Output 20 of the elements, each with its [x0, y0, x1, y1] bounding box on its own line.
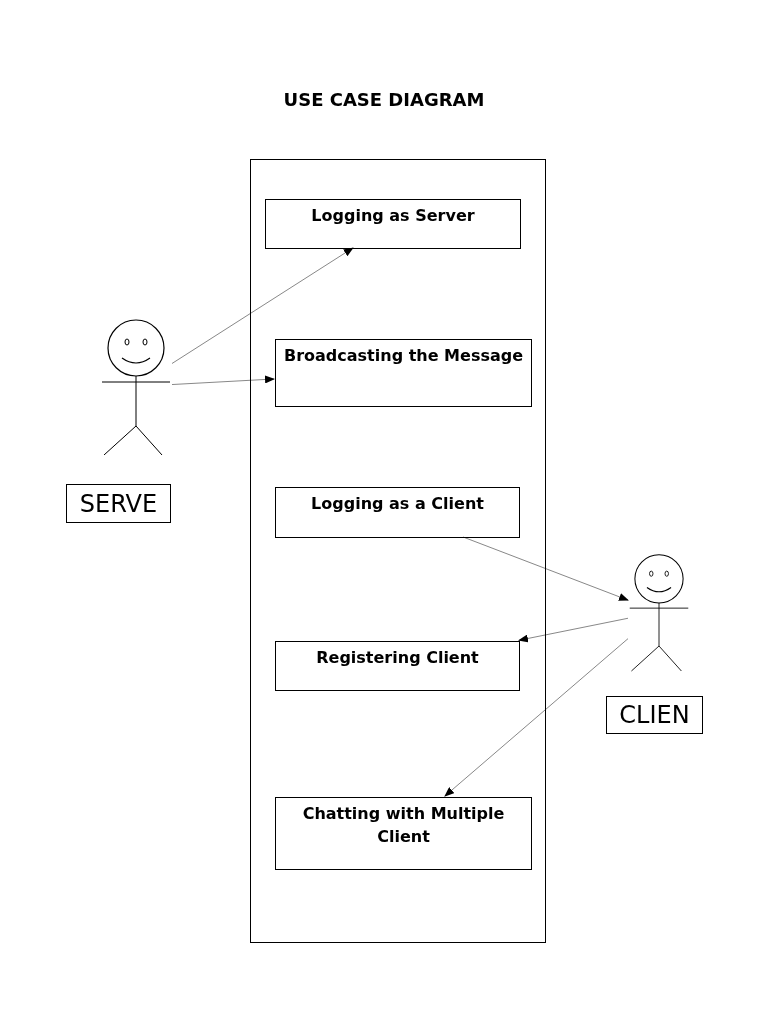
actor-label-box [66, 484, 171, 523]
use-case-text: Registering Client [315, 647, 480, 669]
association-arrow [171, 247, 354, 364]
use-case-text: Logging as a Client [310, 493, 485, 515]
use-case-box [275, 797, 532, 870]
system-boundary [250, 159, 546, 943]
use-case-box [265, 199, 521, 249]
use-case-box [275, 487, 520, 538]
association-arrow [518, 617, 629, 643]
actor-label-box [606, 696, 703, 734]
actor-name: SERVE [79, 488, 158, 519]
association-arrow [444, 638, 629, 797]
use-case-text: Broadcasting the Message [282, 345, 525, 367]
use-case-text: Logging as Server [310, 205, 476, 227]
use-case-box [275, 641, 520, 691]
use-case-text: Chatting with Multiple Client [301, 803, 506, 848]
actor-name: CLIEN [619, 700, 690, 730]
use-case-box [275, 339, 532, 407]
diagram-title: USE CASE DIAGRAM [283, 88, 485, 112]
association-arrow [171, 375, 275, 386]
